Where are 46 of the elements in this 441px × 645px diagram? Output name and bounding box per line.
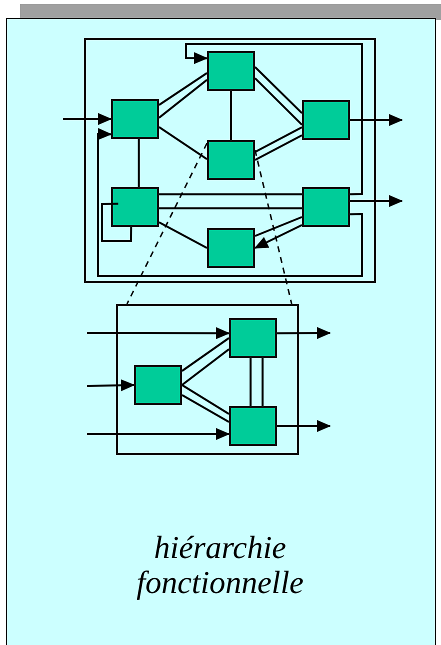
connector-line [254, 66, 303, 114]
function-block [302, 187, 350, 227]
caption: hiérarchie fonctionnelle [135, 530, 305, 600]
function-block [229, 406, 277, 446]
connector-line [101, 202, 132, 242]
arrow [63, 113, 112, 125]
connector-line [230, 91, 232, 140]
subsystem-frame [116, 304, 299, 455]
arrow [277, 327, 331, 340]
arrow [350, 195, 403, 207]
connector-line [254, 216, 302, 237]
connector-line [159, 193, 302, 196]
arrow [350, 114, 403, 126]
connector-line [158, 72, 208, 106]
connector-line [254, 77, 303, 126]
function-block [111, 99, 159, 139]
connector-line [181, 337, 230, 372]
function-block [111, 187, 159, 227]
connector-line [138, 139, 140, 187]
arrow [254, 224, 302, 249]
connector-line [181, 384, 230, 415]
arrow [277, 420, 331, 432]
function-block [134, 365, 182, 405]
connector-line [254, 126, 302, 153]
connector-line [159, 207, 302, 210]
dashed-zoom-line [254, 150, 292, 304]
arrow [87, 327, 230, 340]
connector-line [254, 134, 302, 161]
connector-line [158, 126, 208, 160]
connector-line [181, 348, 230, 386]
dashed-zoom-line [126, 142, 208, 304]
connector-line [158, 221, 208, 249]
connector-line [158, 79, 208, 119]
function-block [302, 100, 350, 140]
arrow [185, 43, 363, 196]
connector-line [182, 394, 230, 423]
function-block [207, 228, 255, 268]
function-block [207, 51, 255, 91]
arrow [97, 128, 363, 277]
connector-line [262, 358, 264, 406]
arrow [86, 379, 135, 392]
function-block [229, 318, 277, 358]
arrow [87, 428, 230, 440]
subsystem-frame [84, 38, 376, 283]
connector-line [250, 358, 252, 406]
function-block [207, 140, 255, 180]
